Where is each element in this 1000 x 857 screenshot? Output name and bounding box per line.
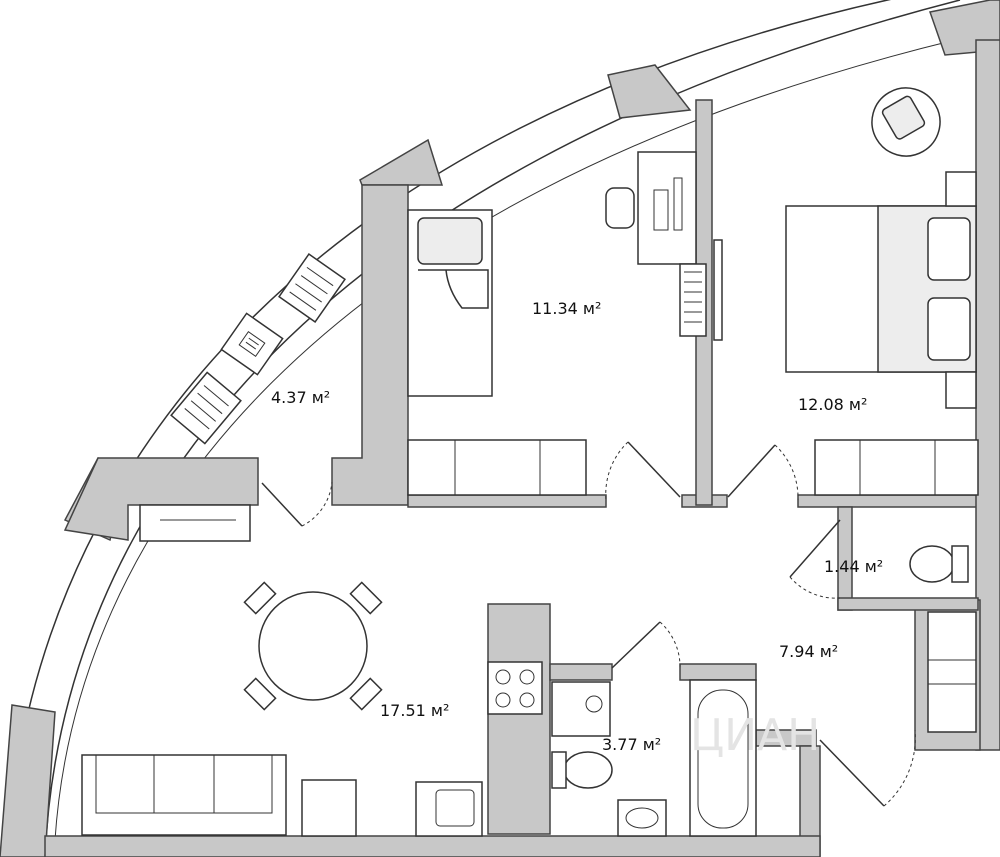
area-bedroom-small: 11.34 м² xyxy=(532,299,601,318)
hall-wardrobe xyxy=(927,611,977,733)
area-bathroom: 3.77 м² xyxy=(602,735,661,754)
side-table xyxy=(220,312,284,376)
bookshelf xyxy=(679,263,707,337)
desk xyxy=(637,151,697,265)
area-wc: 1.44 м² xyxy=(824,557,883,576)
toilet-wc xyxy=(909,545,955,583)
area-labels: 11.34 м² 4.37 м² 12.08 м² 1.44 м² 7.94 м… xyxy=(271,299,883,754)
area-bedroom-main: 12.08 м² xyxy=(798,395,867,414)
dining-table xyxy=(258,591,368,701)
area-living-kitchen: 17.51 м² xyxy=(380,701,449,720)
watermark: ЦИАН xyxy=(690,710,820,761)
lounge-chair-bottom xyxy=(170,371,242,445)
wc-fixtures xyxy=(909,545,977,733)
small-bedroom-furniture xyxy=(407,151,723,496)
living-furniture xyxy=(81,504,543,837)
kitchen-sink xyxy=(415,781,483,837)
fridge xyxy=(301,779,357,837)
desk-chair xyxy=(605,187,635,229)
sofa xyxy=(81,754,287,836)
bathtub xyxy=(689,679,757,837)
area-balcony: 4.37 м² xyxy=(271,388,330,407)
armchair xyxy=(871,87,941,157)
bathroom-fixtures xyxy=(551,679,757,837)
wardrobe-small xyxy=(407,439,587,496)
toilet-bath xyxy=(563,751,613,789)
main-bedroom-furniture xyxy=(785,87,979,496)
balcony-furniture xyxy=(170,253,346,445)
wardrobe-main xyxy=(814,439,979,496)
tv-stand xyxy=(713,239,723,341)
doors xyxy=(261,441,916,807)
cooktop xyxy=(487,661,543,715)
washing-machine xyxy=(551,681,611,737)
tv-unit xyxy=(139,504,251,542)
area-hallway: 7.94 м² xyxy=(779,642,838,661)
lounge-chair-top xyxy=(278,253,346,323)
sink-bath xyxy=(617,799,667,837)
balcony-wall xyxy=(63,184,409,541)
